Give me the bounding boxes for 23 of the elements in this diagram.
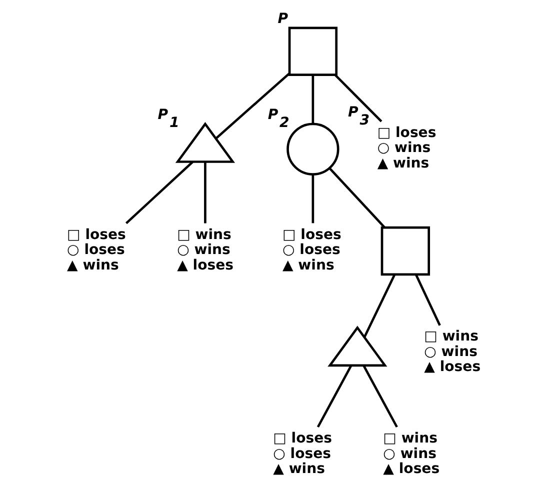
- connector: [312, 75, 314, 124]
- connector: [363, 274, 396, 338]
- connector: [125, 160, 194, 224]
- node-text: □ loses ○ loses ▲ wins: [273, 430, 332, 478]
- node-text: □ wins ○ wins ▲ loses: [177, 226, 234, 274]
- connector: [215, 72, 290, 140]
- node-text: □ loses ○ wins ▲ wins: [377, 124, 436, 172]
- connector: [334, 74, 382, 122]
- node-circle: [286, 122, 340, 176]
- connector: [312, 174, 314, 224]
- connector: [415, 274, 441, 326]
- node-box: [288, 26, 338, 76]
- node-text: □ loses ○ loses ▲ wins: [67, 226, 126, 274]
- connector: [316, 364, 352, 428]
- node-label: P: [278, 10, 288, 27]
- node-text: □ wins ○ wins ▲ loses: [383, 430, 440, 478]
- node-text: □ loses ○ loses ▲ wins: [282, 226, 342, 274]
- node-box: [380, 226, 430, 276]
- node-text: □ wins ○ wins ▲ loses: [424, 328, 481, 376]
- connector: [362, 364, 398, 428]
- connector: [204, 162, 206, 224]
- connector: [329, 168, 386, 228]
- node-triangle: [328, 326, 388, 367]
